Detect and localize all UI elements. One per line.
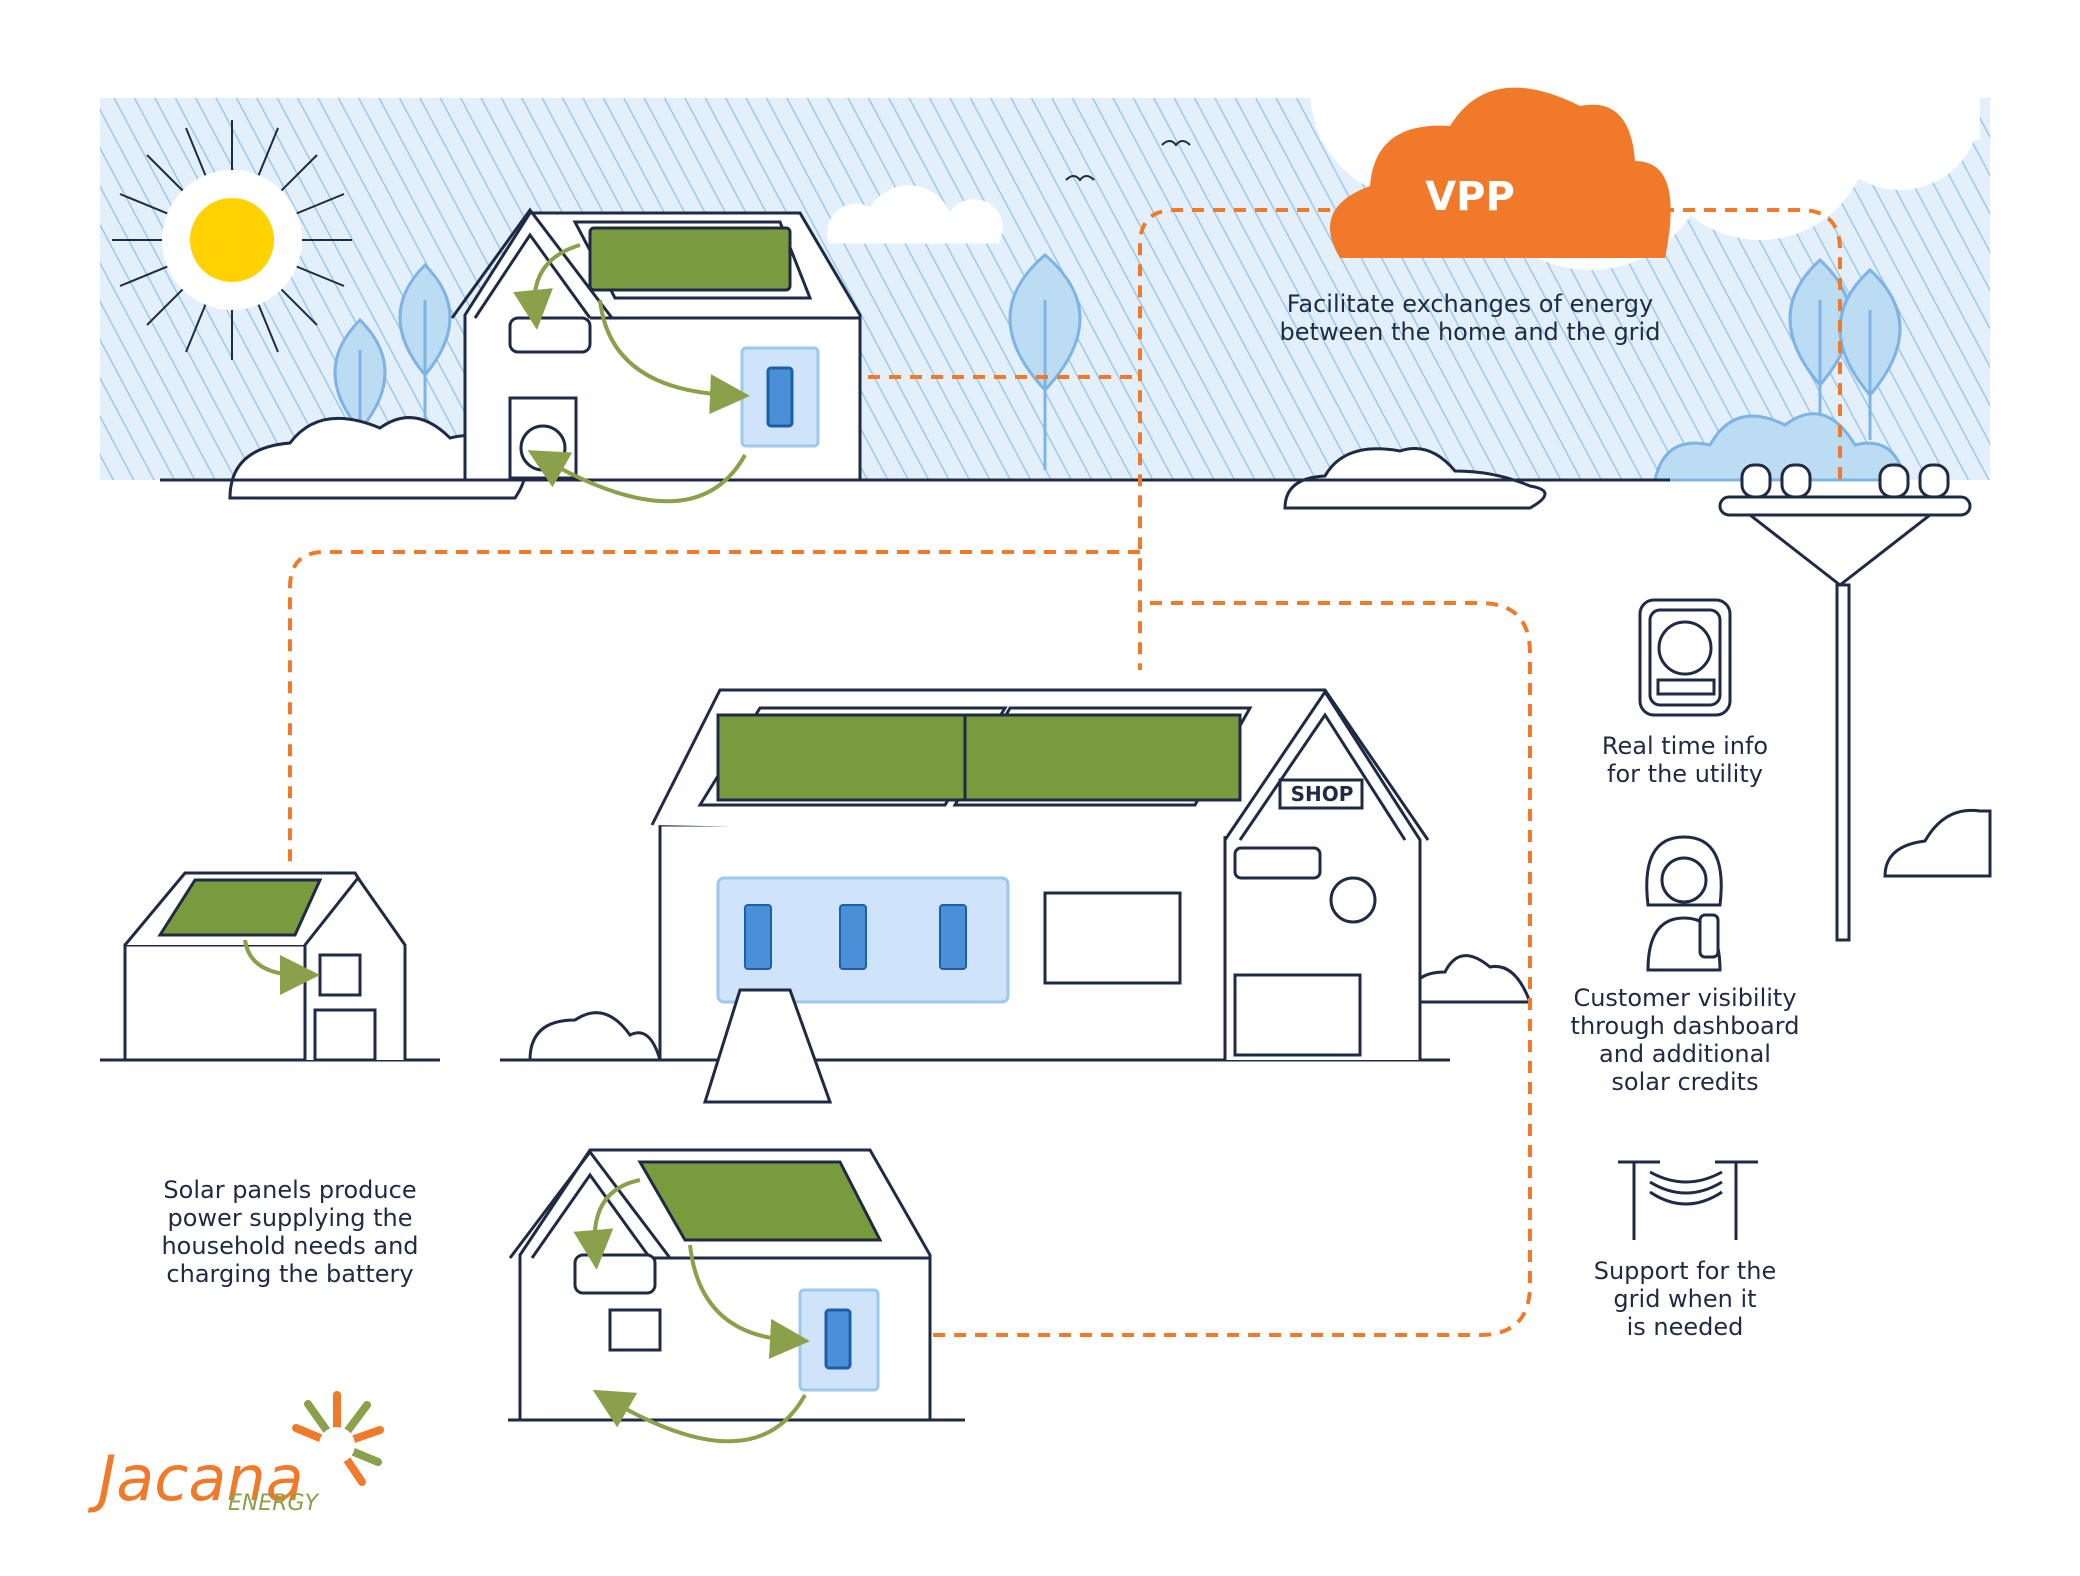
bottom-house <box>508 1148 932 1422</box>
bird-icon <box>1161 140 1191 147</box>
power-pole-icon <box>1718 463 1972 942</box>
household-caption: Solar panels produce power supplying the… <box>161 1176 419 1288</box>
vpp-caption: Facilitate exchanges of energy between t… <box>1279 290 1661 346</box>
logo-name: Jacana <box>87 1442 304 1515</box>
grid-support-icon <box>1618 1160 1758 1240</box>
logo-sub: ENERGY <box>228 1491 320 1516</box>
green-energy-arrows <box>513 243 750 504</box>
meter-icon <box>1638 598 1732 717</box>
feature-grid-support: Support for the grid when it is needed <box>1593 1257 1777 1341</box>
shop-sign: SHOP <box>1291 782 1354 806</box>
green-energy-arrows-bottom <box>573 1178 810 1444</box>
ground-bushes <box>228 416 1992 1062</box>
shop-building <box>650 688 1430 1104</box>
shop-batteries <box>744 904 967 970</box>
top-house <box>450 207 862 482</box>
vpp-title: VPP <box>1425 174 1515 220</box>
small-left-house <box>123 871 407 1062</box>
bird-icon <box>1065 175 1095 182</box>
small-cloud-icon <box>827 185 1003 244</box>
feature-realtime-info: Real time info for the utility <box>1601 732 1769 788</box>
sun-icon <box>112 120 352 360</box>
bush-icon <box>1653 412 1907 482</box>
green-energy-arrow <box>243 939 320 995</box>
vpp-cloud <box>1330 87 1671 258</box>
jacana-logo-icon <box>292 1391 384 1486</box>
feature-customer-visibility: Customer visibility through dashboard an… <box>1570 984 1800 1096</box>
customer-icon <box>1645 835 1723 972</box>
energy-exchange-lines <box>288 208 1842 1337</box>
